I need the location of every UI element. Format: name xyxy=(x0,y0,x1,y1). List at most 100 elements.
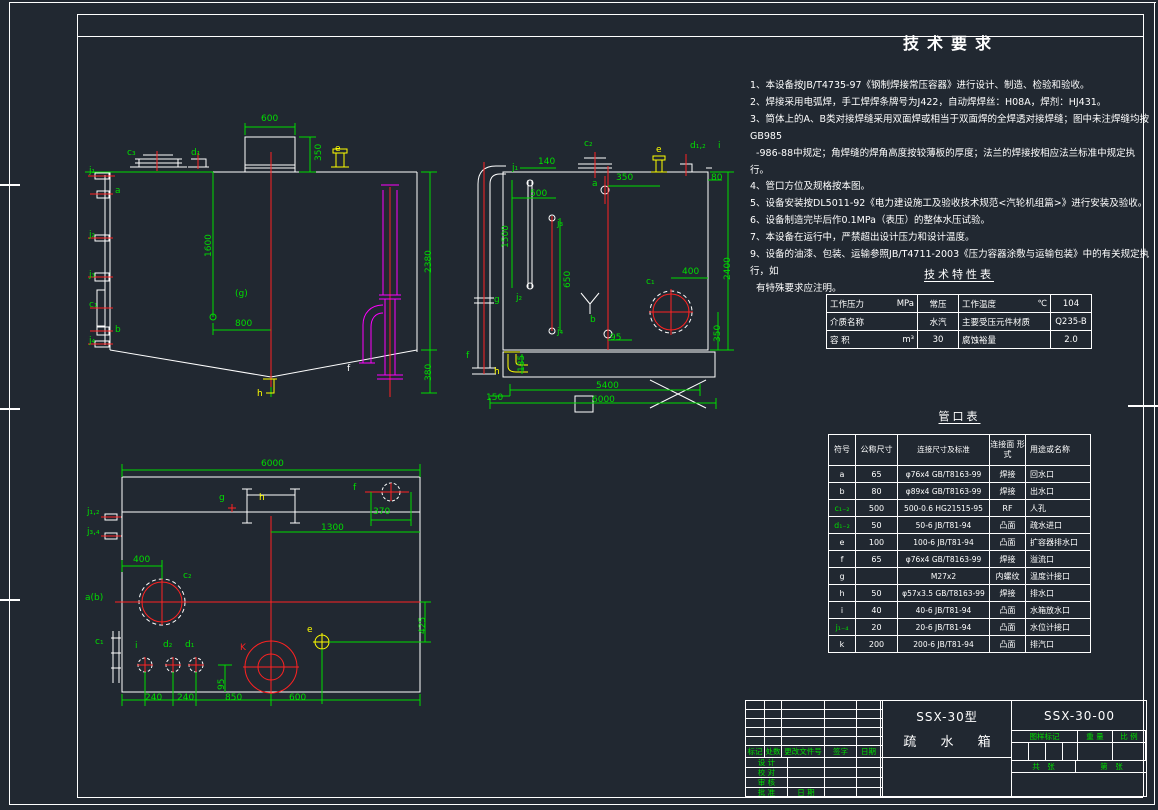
view-label: h xyxy=(259,493,265,503)
nozzle-symbol: a xyxy=(839,469,845,479)
view-label: i xyxy=(718,141,721,151)
nozzle-face: 凸面 xyxy=(989,534,1025,550)
signature-cell xyxy=(857,788,881,797)
nozzle-face: 凸面 xyxy=(989,619,1025,635)
view-label: 6000 xyxy=(261,459,284,469)
param-unit: m³ xyxy=(902,334,914,345)
tech-table-value: 2.0 xyxy=(1050,331,1091,348)
view-label: j₁ xyxy=(512,163,519,173)
nozzle-header-cell: 用途或名称 xyxy=(1025,435,1087,465)
param-label: 介质名称 xyxy=(830,317,865,328)
revision-empty-cell xyxy=(746,701,765,709)
nozzle-standard: 100-6 JB/T81-94 xyxy=(897,534,989,550)
frame-inner-top2 xyxy=(77,36,1143,37)
signature-cell xyxy=(825,788,857,797)
dimension-lines xyxy=(85,123,437,397)
nozzle-symbol: h xyxy=(839,588,845,598)
signature-cell xyxy=(788,768,825,777)
signature-cell xyxy=(825,758,857,767)
revision-empty-cell xyxy=(857,719,881,727)
side-elevation-view xyxy=(472,152,734,413)
signature-cell xyxy=(857,768,881,777)
view-label: f xyxy=(347,364,351,374)
revision-empty-cell xyxy=(825,719,857,727)
view-label: 850 xyxy=(225,693,243,703)
nozzle-symbol: d₁₋₂ xyxy=(834,520,850,530)
view-label: a(b) xyxy=(85,593,104,603)
right-header-row: 图样标记重 量比 例 xyxy=(1012,731,1147,743)
view-label: h xyxy=(494,367,500,377)
signature-cell: 审 核 xyxy=(746,778,788,787)
signature-cell xyxy=(857,758,881,767)
param-label: 腐蚀裕量 xyxy=(962,335,997,346)
nozzle-dn: 200 xyxy=(855,636,897,652)
nozzle-use: 排水口 xyxy=(1025,585,1087,601)
sheet-number: 第 张 xyxy=(1100,762,1123,771)
nozzle-use: 排汽口 xyxy=(1025,636,1087,652)
view-label: j₄ xyxy=(557,327,564,337)
revision-empty-grid xyxy=(746,701,882,746)
signature-row: 批 准日 期 xyxy=(746,788,882,798)
view-label: c₂ xyxy=(584,139,593,149)
nozzle-face: 凸面 xyxy=(989,602,1025,618)
view-label: 1600 xyxy=(204,234,214,257)
nozzle-face: 焊接 xyxy=(989,483,1025,499)
view-label: b xyxy=(115,325,121,335)
view-label: c₁ xyxy=(89,300,98,310)
technical-requirements-body: 1、本设备按JB/T4735-97《钢制焊接常压容器》进行设计、制造、检验和验收… xyxy=(750,78,1152,298)
signature-cell xyxy=(857,778,881,787)
nozzle-use: 人孔 xyxy=(1025,500,1087,516)
view-label: 650 xyxy=(563,270,573,288)
nozzle-table-header: 符号公称尺寸连接尺寸及标准连接面 形 式用途或名称 xyxy=(829,435,1090,466)
revision-empty-cell xyxy=(825,737,857,745)
nozzle-dn: 50 xyxy=(855,585,897,601)
drawing-number-block: SSX-30-00 图样标记重 量比 例 共 张 第 张 xyxy=(1012,701,1147,796)
right-header-cell: 重 量 xyxy=(1078,731,1113,742)
view-label: c₃ xyxy=(127,148,136,158)
revision-header-row: 标记处数更改文件号签字日期 xyxy=(746,746,882,758)
nozzle-symbol: c₁₋₂ xyxy=(834,503,850,513)
view-label: f xyxy=(466,351,470,361)
nozzle-standard: φ57x3.5 GB/T8163-99 xyxy=(897,585,989,601)
signature-cell: 日 期 xyxy=(788,788,825,797)
tech-requirement-line: 1、本设备按JB/T4735-97《钢制焊接常压容器》进行设计、制造、检验和验收… xyxy=(750,80,1090,91)
nozzle-standard: 50-6 JB/T81-94 xyxy=(897,517,989,533)
tech-table-param: 主要受压元件材质 xyxy=(958,313,1050,330)
nozzle-symbol: f xyxy=(840,554,844,564)
signature-cell xyxy=(825,778,857,787)
view-label: 5400 xyxy=(596,381,619,391)
view-label: K xyxy=(240,643,246,653)
view-label: e xyxy=(307,625,313,635)
view-label: d₂ xyxy=(163,640,173,650)
frame-outer-right xyxy=(1154,2,1155,804)
revision-header-cell: 日期 xyxy=(857,746,881,757)
revision-block: 标记处数更改文件号签字日期 设 计校 对审 核批 准日 期 xyxy=(746,701,882,798)
nozzle-standard: 500-0.6 HG21515-95 xyxy=(897,500,989,516)
revision-empty-cell xyxy=(857,701,881,709)
revision-empty-row xyxy=(746,710,882,719)
view-label: 240 xyxy=(177,693,195,703)
view-label: d₁ xyxy=(185,640,195,650)
nozzle-face: RF xyxy=(989,500,1025,516)
right-empty-cell xyxy=(1078,743,1113,760)
nozzle-standard: M27x2 xyxy=(897,568,989,584)
tech-requirement-line: 3、筒体上的A、B类对接焊缝采用双面焊或相当于双面焊的全焊透对接焊缝；图中未注焊… xyxy=(750,113,1150,142)
nozzle-symbol: j₁₋₄ xyxy=(835,622,849,632)
nozzle-dn: 20 xyxy=(855,619,897,635)
right-empty-cell xyxy=(1046,743,1063,760)
param-label: 容 积 xyxy=(830,335,850,346)
centering-tick xyxy=(0,184,20,186)
